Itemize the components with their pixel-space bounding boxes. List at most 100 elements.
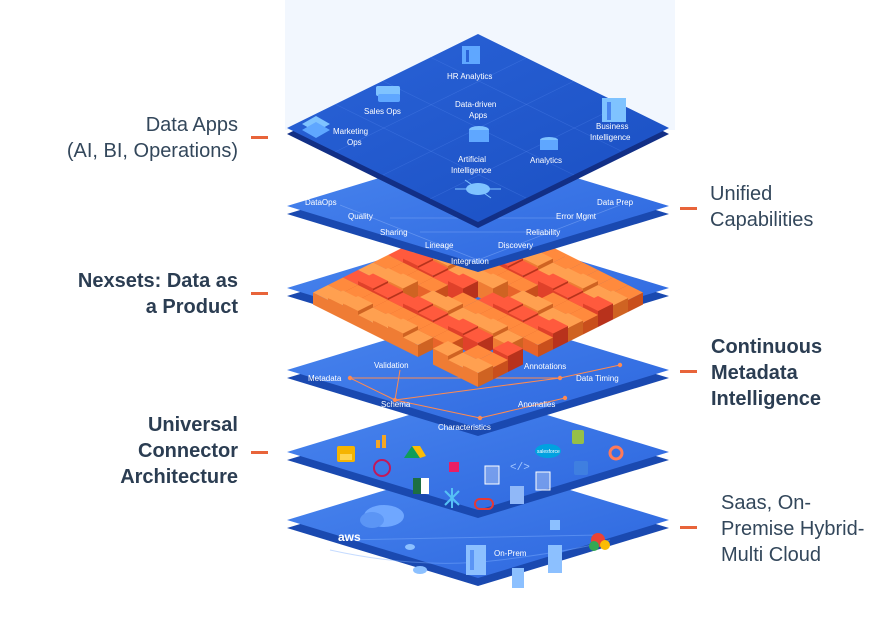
nexset-block-side (343, 303, 358, 327)
apps-label: Apps (469, 111, 487, 120)
nexset-block-side (568, 320, 583, 342)
nexset-block-top (448, 318, 478, 334)
label-line: Universal (147, 414, 238, 436)
azure-icon (455, 584, 467, 594)
connector-dash (680, 526, 697, 529)
layer-connectors: </> salesforce (287, 394, 669, 518)
node-dot (392, 397, 398, 403)
server-icon (512, 520, 562, 588)
label-data-apps: Data Apps (AI, BI, Operations) (67, 112, 238, 164)
label-line: Data Apps (145, 114, 238, 136)
metadata-network (349, 364, 621, 419)
svg-text:</>: </> (510, 462, 530, 474)
nexset-block-top (463, 358, 493, 373)
hr-analytics-label: HR Analytics (447, 72, 492, 81)
layers-icon (337, 446, 355, 462)
nexset-block-side (598, 303, 613, 327)
aws-label: aws (338, 530, 361, 544)
validation-label: Validation (374, 361, 409, 370)
nexset-block-top (583, 296, 613, 311)
nexset-block-side (403, 337, 418, 357)
building-icon (462, 46, 480, 64)
nexset-block-side (328, 298, 343, 320)
nexset-block-side (523, 337, 538, 357)
marketing-label: Marketing (333, 127, 368, 136)
oracle-icon (474, 498, 494, 510)
connector-dash (680, 370, 697, 373)
snowflake-icon (444, 488, 460, 508)
node-dot (562, 395, 568, 401)
capability-lines (339, 204, 621, 261)
building-icon (466, 545, 486, 575)
data-timing-label: Data Timing (576, 374, 619, 383)
label-line: (AI, BI, Operations) (66, 140, 238, 162)
label-line: Connector (138, 440, 238, 462)
azure-label: Azure (469, 585, 496, 596)
google-cloud-icon (589, 533, 610, 551)
nexset-block-top (538, 318, 568, 334)
intelligence-label: Intelligence (590, 133, 631, 142)
label-line: Metadata (711, 362, 798, 384)
salesforce-icon (535, 444, 561, 458)
label-nexsets: Nexsets: Data as a Product (78, 268, 238, 320)
error-mgmt-label: Error Mgmt (556, 212, 597, 221)
node-dot (347, 375, 353, 381)
nexset-block-top (568, 273, 598, 289)
integration-label: Integration (451, 257, 489, 266)
node-dot (617, 362, 623, 368)
anomalies-label: Anomalies (518, 400, 555, 409)
nexset-block-top (508, 260, 538, 276)
nexset-block-side (538, 337, 553, 357)
nexset-block-top (418, 305, 448, 321)
nexset-block-top (403, 330, 433, 345)
nexset-block-side (418, 337, 433, 357)
connector-dash (251, 292, 268, 295)
chip-icon (455, 179, 501, 199)
nexset-block-side (553, 326, 568, 350)
excel-icon (413, 478, 429, 494)
annotations-label: Annotations (524, 362, 566, 371)
business-label: Business (596, 122, 628, 131)
database-icon (469, 126, 489, 142)
nexset-block-top (478, 318, 508, 334)
nexset-block-side (628, 292, 643, 312)
file-icon (484, 465, 551, 491)
artificial-label: Artificial (458, 155, 486, 164)
nexset-block-top (343, 296, 373, 311)
nexset-block-top (493, 330, 523, 345)
cloud-icon (360, 505, 404, 528)
nexset-block-top (538, 273, 568, 289)
nexset-block-side (613, 298, 628, 320)
nexset-block-side (463, 365, 478, 387)
nexset-block-top (433, 341, 463, 356)
label-line: a Product (145, 296, 238, 318)
nexset-block-top (553, 283, 583, 298)
on-prem-label: On-Prem (494, 549, 527, 558)
sales-ops-label: Sales Ops (364, 107, 401, 116)
nexset-block-top (418, 260, 448, 276)
shopify-icon (572, 430, 584, 444)
label-line: Multi Cloud (721, 544, 822, 566)
nexset-block-top (448, 273, 478, 289)
connector-dash (680, 207, 697, 210)
nexset-block-top (508, 277, 538, 293)
label-line: Intelligence (711, 388, 822, 410)
characteristics-label: Characteristics (438, 423, 491, 432)
hubspot-icon (608, 445, 624, 461)
label-unified: Unified Capabilities (710, 181, 813, 233)
nexset-block-side (433, 348, 448, 372)
bar-chart-icon (376, 435, 386, 448)
nexset-block-top (388, 318, 418, 334)
google-drive-icon (404, 446, 426, 458)
nexset-block-top (388, 273, 418, 289)
database-icon (540, 137, 558, 150)
dataops-label: DataOps (305, 198, 337, 207)
nexset-block-top (493, 296, 523, 311)
label-continuous: Continuous Metadata Intelligence (711, 334, 822, 412)
label-saas: Saas, On- Premise Hybrid- Multi Cloud (721, 490, 864, 568)
nexset-block-top (508, 305, 538, 321)
label-line: Nexsets: Data as (77, 270, 238, 292)
nexset-block-side (313, 292, 328, 312)
nexset-block-top (478, 273, 508, 289)
